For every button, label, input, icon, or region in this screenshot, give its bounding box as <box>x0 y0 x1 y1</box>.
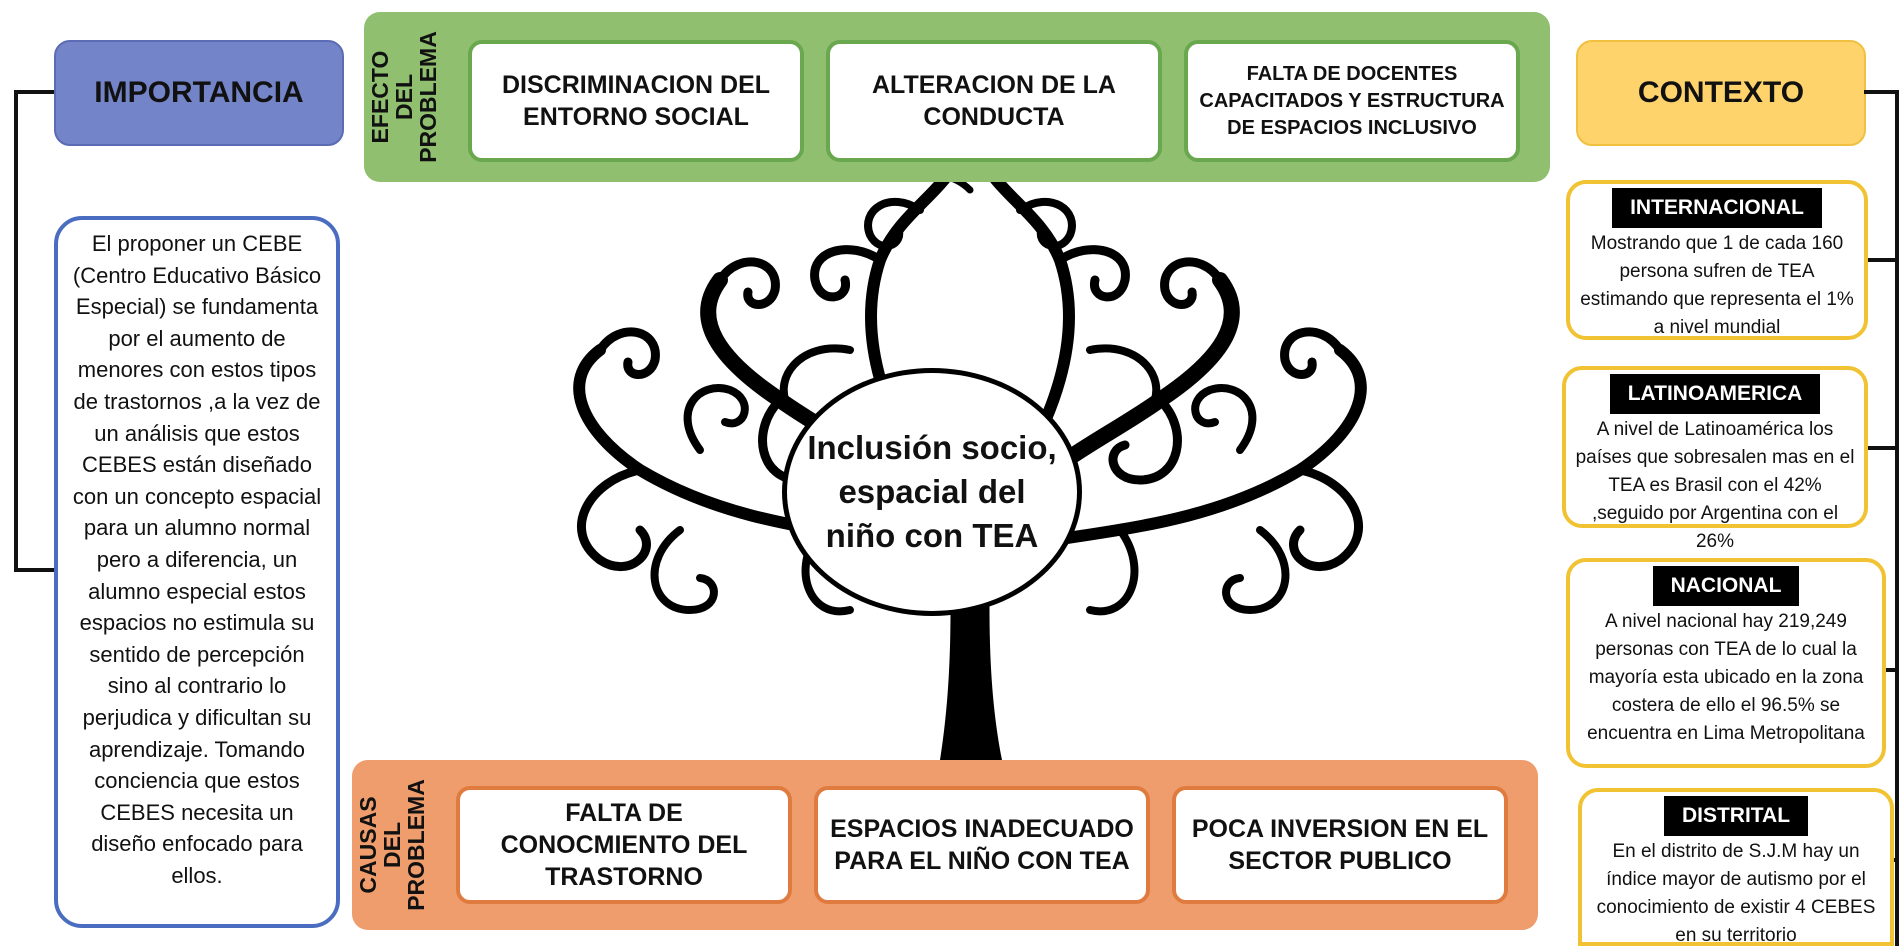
importance-connector-top <box>14 90 56 94</box>
importance-connector-vertical <box>14 90 18 572</box>
context-connector-1 <box>1864 258 1899 262</box>
context-card-title: LATINOAMERICA <box>1609 374 1821 414</box>
context-card-text: A nivel nacional hay 219,249 personas co… <box>1587 611 1865 744</box>
central-topic-text: Inclusión socio, espacial del niño con T… <box>807 429 1057 554</box>
importance-header: IMPORTANCIA <box>54 40 344 146</box>
context-card-internacional: INTERNACIONAL Mostrando que 1 de cada 16… <box>1566 180 1868 340</box>
importance-connector-bottom <box>14 568 56 572</box>
importance-text-box: El proponer un CEBE (Centro Educativo Bá… <box>54 216 340 928</box>
effect-box-2: ALTERACION DE LA CONDUCTA <box>826 40 1162 162</box>
effect-box-3: FALTA DE DOCENTES CAPACITADOS Y ESTRUCTU… <box>1184 40 1520 162</box>
context-card-title: NACIONAL <box>1652 566 1800 606</box>
context-header: CONTEXTO <box>1576 40 1866 146</box>
cause-box-3: POCA INVERSION EN EL SECTOR PUBLICO <box>1172 786 1508 904</box>
cause-box-2: ESPACIOS INADECUADO PARA EL NIÑO CON TEA <box>814 786 1150 904</box>
context-card-text: Mostrando que 1 de cada 160 persona sufr… <box>1580 233 1854 338</box>
context-title: CONTEXTO <box>1637 76 1805 109</box>
effect-box-1: DISCRIMINACION DEL ENTORNO SOCIAL <box>468 40 804 162</box>
context-card-title: INTERNACIONAL <box>1612 188 1822 228</box>
causes-banner: CAUSAS DEL PROBLEMA FALTA DE CONOCMIENTO… <box>352 760 1538 930</box>
context-card-text: A nivel de Latinoamérica los países que … <box>1575 419 1855 552</box>
effects-banner: EFECTO DEL PROBLEMA DISCRIMINACION DEL E… <box>364 12 1550 182</box>
context-card-distrital: DISTRITAL En el distrito de S.J.M hay un… <box>1578 788 1894 946</box>
causes-label: CAUSAS DEL PROBLEMA <box>355 779 430 911</box>
context-connector-2 <box>1864 446 1899 450</box>
importance-title: IMPORTANCIA <box>94 76 304 109</box>
context-card-text: En el distrito de S.J.M hay un índice ma… <box>1596 841 1876 946</box>
cause-box-1: FALTA DE CONOCMIENTO DEL TRASTORNO <box>456 786 792 904</box>
context-card-title: DISTRITAL <box>1663 796 1809 836</box>
context-card-latinoamerica: LATINOAMERICA A nivel de Latinoamérica l… <box>1562 366 1868 552</box>
effects-label: EFECTO DEL PROBLEMA <box>367 31 442 163</box>
importance-text: El proponer un CEBE (Centro Educativo Bá… <box>72 231 322 888</box>
context-connector-top <box>1864 90 1899 94</box>
central-topic: Inclusión socio, espacial del niño con T… <box>782 368 1082 616</box>
context-connector-vertical <box>1895 90 1899 946</box>
context-card-nacional: NACIONAL A nivel nacional hay 219,249 pe… <box>1566 558 1886 768</box>
